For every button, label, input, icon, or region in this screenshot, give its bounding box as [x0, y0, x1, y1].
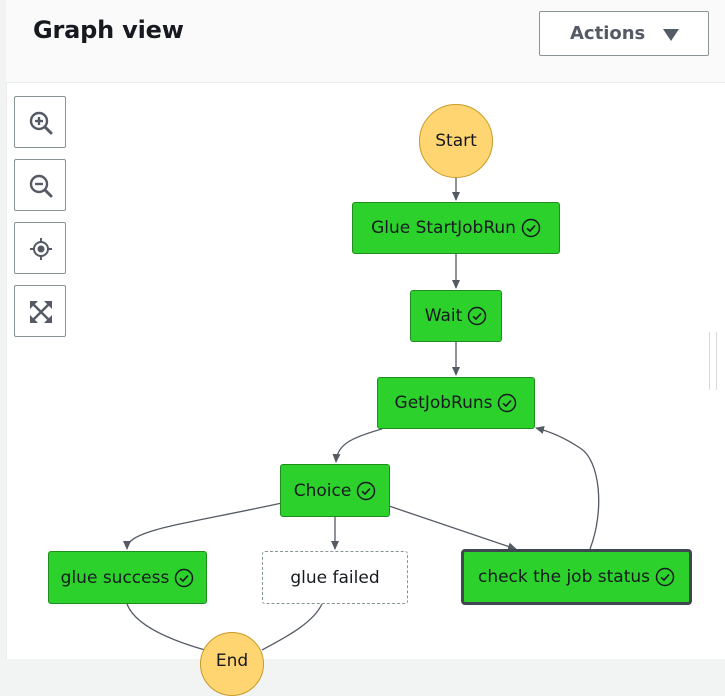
check-circle-icon: [655, 567, 675, 587]
node-getjobruns[interactable]: GetJobRuns: [377, 377, 535, 429]
graph-edges: [123, 178, 600, 651]
node-end[interactable]: End: [200, 632, 264, 696]
resize-handle[interactable]: [709, 332, 717, 390]
node-label: Wait: [424, 306, 463, 326]
center-target-icon: [30, 238, 52, 260]
caret-down-icon: [663, 29, 679, 41]
node-choice[interactable]: Choice: [280, 464, 390, 517]
edge-glue-success-end: [126, 603, 206, 651]
edge-choice-glue-success: [123, 502, 283, 550]
node-label: check the job status: [477, 567, 651, 587]
actions-button-label: Actions: [570, 23, 646, 44]
expand-arrows-icon: [30, 301, 52, 323]
actions-button[interactable]: Actions: [539, 11, 709, 56]
check-circle-icon: [521, 218, 541, 238]
node-glue-failed[interactable]: glue failed: [262, 551, 408, 604]
node-label: glue success: [60, 567, 170, 588]
center-button[interactable]: [14, 222, 66, 274]
node-start[interactable]: Start: [419, 104, 493, 178]
zoom-out-icon: [29, 174, 53, 198]
node-glue-success[interactable]: glue success: [48, 551, 207, 604]
fit-view-button[interactable]: [14, 285, 66, 337]
node-end-label: End: [215, 651, 249, 671]
node-glue-startjobrun[interactable]: Glue StartJobRun: [352, 202, 560, 254]
zoom-in-button[interactable]: [14, 96, 66, 148]
check-circle-icon: [498, 393, 517, 413]
node-label: GetJobRuns: [394, 393, 493, 413]
node-label: Choice: [293, 480, 352, 501]
node-label: glue failed: [290, 567, 380, 588]
check-circle-icon: [468, 306, 487, 326]
zoom-out-button[interactable]: [14, 159, 66, 211]
check-circle-icon: [357, 481, 376, 500]
node-label: Glue StartJobRun: [371, 218, 516, 238]
check-circle-icon: [175, 568, 194, 587]
edge-getjobruns-choice: [332, 428, 383, 463]
node-wait[interactable]: Wait: [410, 290, 502, 342]
edge-choice-check-status: [388, 505, 517, 551]
edge-check-status-getjobruns: [535, 426, 600, 550]
zoom-in-icon: [29, 111, 53, 135]
page-title: Graph view: [33, 16, 184, 44]
node-check-job-status[interactable]: check the job status: [461, 549, 692, 605]
edge-glue-failed-end: [261, 603, 323, 651]
node-start-label: Start: [435, 131, 477, 151]
